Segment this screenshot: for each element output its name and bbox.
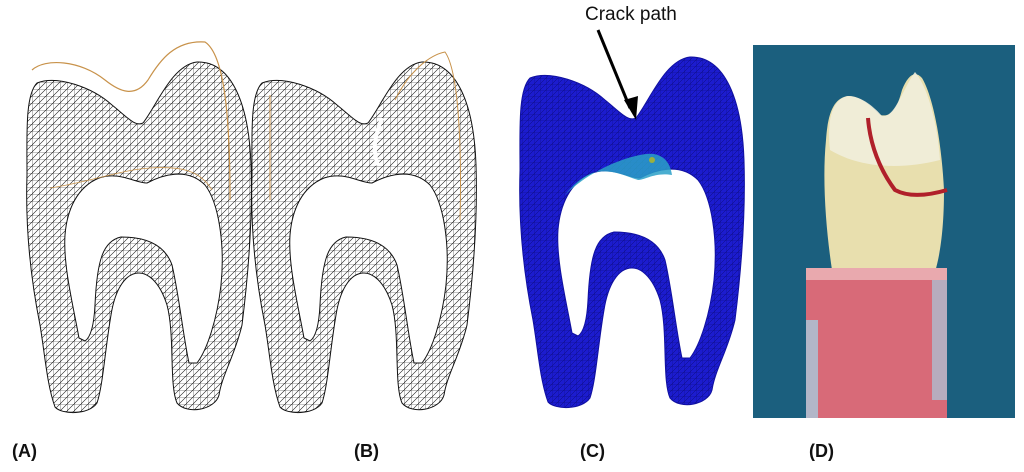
crack-line-red — [866, 117, 948, 197]
stress-concentration-zone — [565, 153, 672, 195]
panel-a-mesh — [26, 61, 252, 414]
crack-path-arrow — [596, 29, 638, 120]
panel-a-inner-outline — [49, 167, 213, 191]
panel-c-stress-mesh — [519, 56, 745, 409]
panel-b-crack — [372, 117, 384, 166]
panel-d-photo — [753, 45, 1015, 418]
mounting-block — [806, 268, 947, 418]
panel-b-deformed-outline — [269, 51, 461, 221]
panel-label-d: (D) — [809, 441, 834, 461]
crack-path-annotation: Crack path — [585, 4, 677, 25]
panel-b-mesh — [251, 61, 477, 414]
panel-label-c: (C) — [580, 441, 605, 461]
panel-a-deformed-outline — [31, 41, 231, 201]
stress-peak-spot — [649, 157, 655, 163]
panel-label-b: (B) — [354, 441, 379, 461]
panel-label-a: (A) — [12, 441, 37, 461]
